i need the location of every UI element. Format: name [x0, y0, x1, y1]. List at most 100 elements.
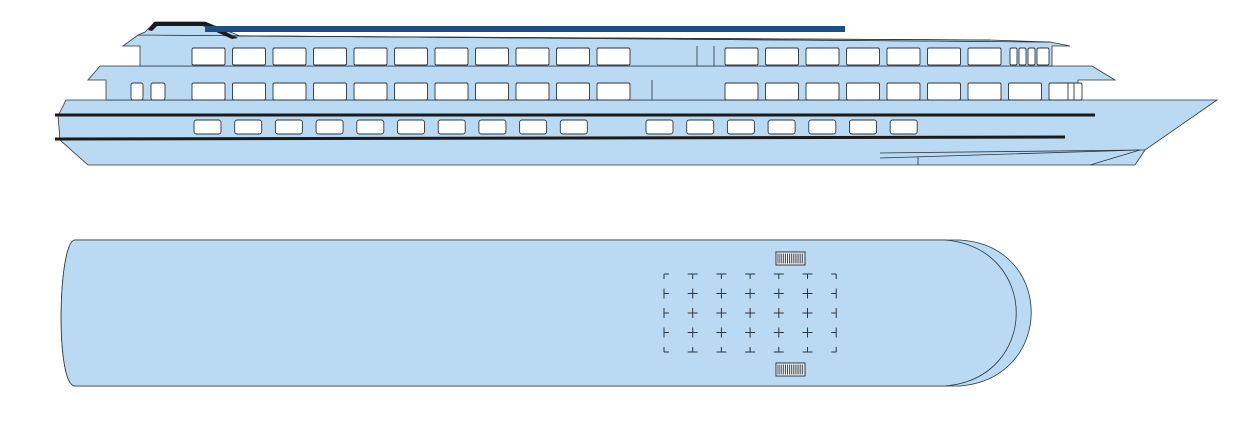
upper-deck-window: [232, 47, 266, 66]
deck-grid-mark: [745, 288, 756, 299]
stairway: [775, 362, 806, 377]
middle-deck-window: [927, 82, 961, 101]
hull-stripe-lower: [54, 135, 1066, 141]
middle-deck-window: [475, 82, 509, 101]
upper-deck-window: [967, 47, 1002, 66]
middle-deck-window: [313, 82, 347, 101]
lower-deck-porthole: [397, 119, 425, 135]
lower-deck-porthole: [726, 119, 755, 135]
middle-deck-window: [556, 82, 590, 101]
stairways: [775, 251, 806, 377]
deck-grid-mark: [716, 273, 727, 279]
lower-deck-porthole: [519, 119, 548, 135]
stairway: [775, 251, 806, 266]
deck-grid-mark: [663, 273, 669, 279]
deck-grid-mark: [802, 347, 813, 353]
upper-deck-small-window: [1027, 47, 1036, 66]
deck-grid-mark: [802, 273, 813, 279]
upper-deck-small-window: [1009, 47, 1018, 66]
middle-deck-window: [434, 82, 469, 101]
hull-lower-line: [879, 149, 1146, 154]
deck-grid-mark: [663, 327, 669, 338]
deck-grid-mark: [773, 288, 784, 299]
middle-deck-window: [886, 82, 921, 101]
middle-deck-window: [596, 82, 631, 101]
lower-deck-porthole: [315, 119, 344, 135]
upper-deck-window: [596, 47, 631, 66]
deck-grid: [663, 273, 837, 353]
lower-deck-porthole: [559, 119, 588, 135]
lower-deck-porthole: [234, 119, 263, 135]
deck-grid-mark: [831, 273, 837, 279]
deck-grid-mark: [663, 347, 669, 353]
deck-grid-mark: [687, 347, 698, 353]
lower-deck-porthole: [645, 119, 674, 135]
deck-grid-mark: [687, 327, 698, 338]
upper-deck-window: [475, 47, 509, 66]
lower-deck-porthole: [849, 119, 877, 135]
middle-deck-window: [232, 82, 266, 101]
deck-grid-mark: [745, 327, 756, 338]
deck-grid-mark: [773, 273, 784, 279]
roof-blue-accent: [205, 26, 845, 32]
deck-grid-mark: [831, 308, 837, 318]
deck-grid-mark: [773, 308, 784, 318]
deck-grid-mark: [663, 308, 669, 318]
deck-grid-mark: [831, 347, 837, 353]
deck-grid-mark: [802, 288, 813, 299]
upper-deck-window: [556, 47, 590, 66]
upper-deck-window: [313, 47, 347, 66]
deck-grid-mark: [745, 347, 756, 353]
middle-deck-window: [191, 82, 226, 101]
deck-grid-mark: [716, 308, 727, 318]
deck-grid-mark: [745, 308, 756, 318]
lower-deck-porthole: [478, 119, 507, 135]
deck-grid-mark: [745, 273, 756, 279]
roof-line: [229, 35, 991, 41]
sun-deck-plan-view: [60, 239, 1032, 387]
deck-grid-mark: [773, 347, 784, 353]
lower-deck-porthole: [889, 119, 918, 135]
deck-grid-mark: [831, 327, 837, 338]
middle-deck-window: [846, 82, 880, 101]
upper-deck-window: [515, 47, 550, 66]
middle-deck-small-window: [150, 82, 166, 101]
upper-deck-window: [886, 47, 921, 66]
lower-deck-porthole: [808, 119, 837, 135]
upper-deck-window: [191, 47, 226, 66]
middle-deck-window: [724, 82, 759, 101]
middle-deck-window: [272, 82, 307, 101]
middle-deck-small-window: [130, 82, 144, 101]
deck-grid-mark: [716, 347, 727, 353]
middle-deck-window: [765, 82, 799, 101]
deck-grid-mark: [802, 308, 813, 318]
middle-deck-window: [805, 82, 840, 101]
deck-grid-mark: [716, 288, 727, 299]
upper-deck-small-window: [1036, 47, 1050, 66]
deck-grid-mark: [687, 288, 698, 299]
lower-deck-porthole: [356, 119, 385, 135]
upper-deck-window: [434, 47, 469, 66]
deck-grid-mark: [716, 327, 727, 338]
upper-deck-window: [272, 47, 307, 66]
upper-deck-window: [805, 47, 840, 66]
deck-grid-mark: [831, 288, 837, 299]
middle-deck-window: [1048, 82, 1083, 101]
deck-grid-mark: [687, 273, 698, 279]
hull: [57, 99, 1219, 166]
upper-deck-window: [394, 47, 428, 66]
middle-deck-window: [1008, 82, 1042, 101]
deck-grid-mark: [687, 308, 698, 318]
deck-grid-mark: [773, 327, 784, 338]
middle-deck-window: [967, 82, 1002, 101]
side-elevation-view: [54, 21, 1219, 166]
bow-line: [879, 149, 1141, 166]
deck-grid-mark: [663, 288, 669, 299]
deck-inner-outline: [60, 239, 1017, 387]
lower-deck-porthole: [767, 119, 796, 135]
upper-deck-window: [353, 47, 388, 66]
upper-deck-window: [765, 47, 799, 66]
upper-deck-window: [724, 47, 759, 66]
deck-grid-mark: [802, 327, 813, 338]
middle-deck-window: [515, 82, 550, 101]
